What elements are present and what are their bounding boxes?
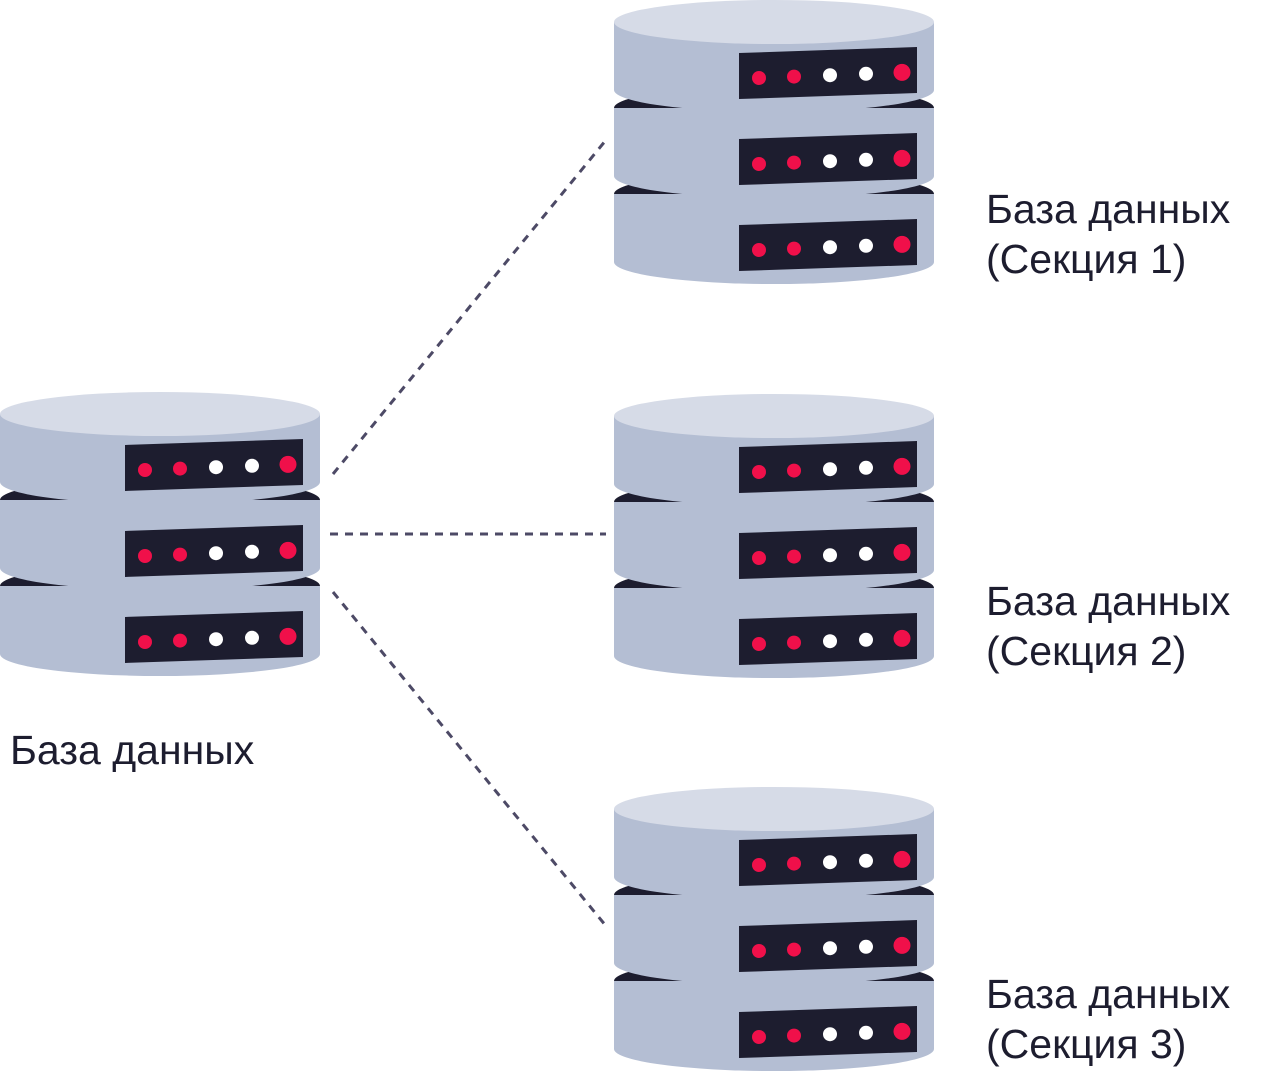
shard-1-database-icon-led-1-5: [893, 63, 911, 81]
source-database-icon-led-3-5: [279, 627, 297, 645]
source-database-icon-led-2-5: [279, 541, 297, 559]
shard-3-database-icon-led-3-4: [859, 1025, 873, 1040]
shard-2-database-icon-led-1-2: [787, 463, 801, 478]
source-database-icon-led-1-5: [279, 455, 297, 473]
shard-2-section: (Секция 2): [986, 628, 1187, 675]
shard-2-database-icon-led-3-5: [893, 629, 911, 647]
source-database-icon: [0, 392, 320, 676]
shard-1-database-icon-led-2-1: [752, 157, 766, 171]
shard-1-database-icon-led-1-4: [859, 66, 873, 81]
source-database-icon-layer-1: [0, 392, 320, 504]
source-database-icon-led-2-1: [138, 549, 152, 563]
shard-1-database-icon-led-3-4: [859, 238, 873, 253]
shard-3-database-icon-led-1-3: [823, 855, 837, 870]
shard-3-database-icon-led-3-3: [823, 1027, 837, 1042]
shard-3-database-icon-layer-1: [614, 787, 934, 899]
shard-2-database-icon-led-3-3: [823, 634, 837, 649]
source-database-icon-led-2-2: [173, 547, 187, 562]
shard-3-database-icon: [614, 787, 934, 1071]
source-database-label: База данных: [10, 725, 254, 775]
shard-1-label: База данных (Секция 1): [986, 184, 1230, 284]
shard-1-database-icon-led-3-3: [823, 240, 837, 255]
shard-1-section: (Секция 1): [986, 236, 1187, 283]
shard-3-label: База данных (Секция 3): [986, 969, 1230, 1069]
shard-2-database-icon-led-3-4: [859, 632, 873, 647]
shard-3-database-icon-led-2-5: [893, 936, 911, 954]
shard-1-database-icon-led-1-2: [787, 69, 801, 84]
source-database-icon-led-2-3: [209, 546, 223, 561]
shard-2-database-icon-led-1-1: [752, 465, 766, 479]
shard-3-database-icon-led-3-2: [787, 1028, 801, 1043]
shard-3-database-icon-led-2-1: [752, 944, 766, 958]
shard-3-database-icon-led-2-3: [823, 941, 837, 956]
shard-1-database-icon-led-3-5: [893, 235, 911, 253]
shard-2-database-icon-led-2-1: [752, 551, 766, 565]
shard-1-database-icon: [614, 0, 934, 284]
shard-3-section: (Секция 3): [986, 1021, 1187, 1068]
shard-1-database-icon-led-2-4: [859, 152, 873, 167]
source-database-icon-led-1-1: [138, 463, 152, 477]
shard-3-title: База данных: [986, 971, 1231, 1017]
shard-1-database-icon-led-1-1: [752, 71, 766, 85]
shard-3-database-icon-led-1-1: [752, 858, 766, 872]
shard-2-database-icon-led-1-3: [823, 462, 837, 477]
shard-2-database-icon-led-3-1: [752, 637, 766, 651]
shard-2-database-icon-led-1-4: [859, 460, 873, 475]
source-database-icon-led-3-3: [209, 632, 223, 647]
shard-2-database-icon-led-2-5: [893, 543, 911, 561]
source-database-title: База данных: [10, 727, 255, 773]
source-database-icon-led-3-2: [173, 633, 187, 648]
source-database-icon-led-3-4: [245, 630, 259, 645]
source-database-icon-led-1-4: [245, 458, 259, 473]
shard-1-database-icon-led-3-2: [787, 241, 801, 256]
shard-2-database-icon-led-1-5: [893, 457, 911, 475]
shard-1-database-icon-led-2-3: [823, 154, 837, 169]
shard-3-database-icon-led-1-2: [787, 856, 801, 871]
source-database-icon-led-2-4: [245, 544, 259, 559]
connector-shard-1: [331, 139, 608, 475]
shard-2-database-icon-layer-1: [614, 394, 934, 506]
connector-shard-3: [331, 591, 608, 927]
shard-3-database-icon-led-1-5: [893, 850, 911, 868]
source-database-icon-led-3-1: [138, 635, 152, 649]
shard-3-database-icon-led-3-1: [752, 1030, 766, 1044]
shard-2-title: База данных: [986, 578, 1231, 624]
shard-2-label: База данных (Секция 2): [986, 576, 1230, 676]
shard-1-database-icon-layer-1: [614, 0, 934, 112]
shard-2-database-icon-led-2-3: [823, 548, 837, 563]
shard-2-database-icon: [614, 394, 934, 678]
shard-3-database-icon-led-3-5: [893, 1022, 911, 1040]
shard-1-database-icon-led-2-2: [787, 155, 801, 170]
shard-2-database-icon-led-2-4: [859, 546, 873, 561]
connectors: [330, 139, 608, 927]
shard-3-database-icon-led-2-2: [787, 942, 801, 957]
shard-3-database-icon-led-1-4: [859, 853, 873, 868]
shard-3-database-icon-led-2-4: [859, 939, 873, 954]
database-stacks: [0, 0, 934, 1071]
shard-1-title: База данных: [986, 186, 1231, 232]
shard-2-database-icon-led-2-2: [787, 549, 801, 564]
source-database-icon-led-1-2: [173, 461, 187, 476]
source-database-icon-led-1-3: [209, 460, 223, 475]
shard-2-database-icon-led-3-2: [787, 635, 801, 650]
shard-1-database-icon-led-2-5: [893, 149, 911, 167]
shard-1-database-icon-led-3-1: [752, 243, 766, 257]
shard-1-database-icon-led-1-3: [823, 68, 837, 83]
